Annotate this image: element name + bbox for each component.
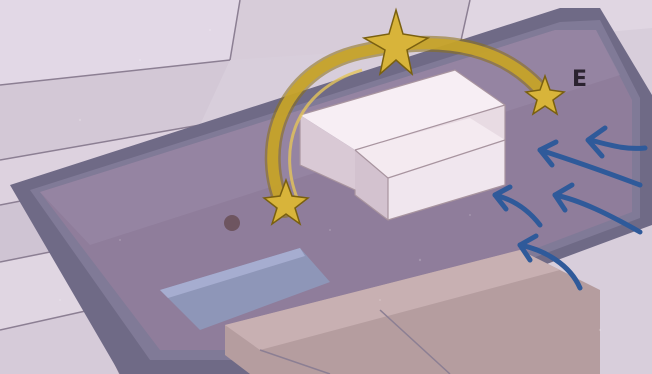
compass-east-icon: E [572,67,587,92]
marker-dot [224,215,240,231]
